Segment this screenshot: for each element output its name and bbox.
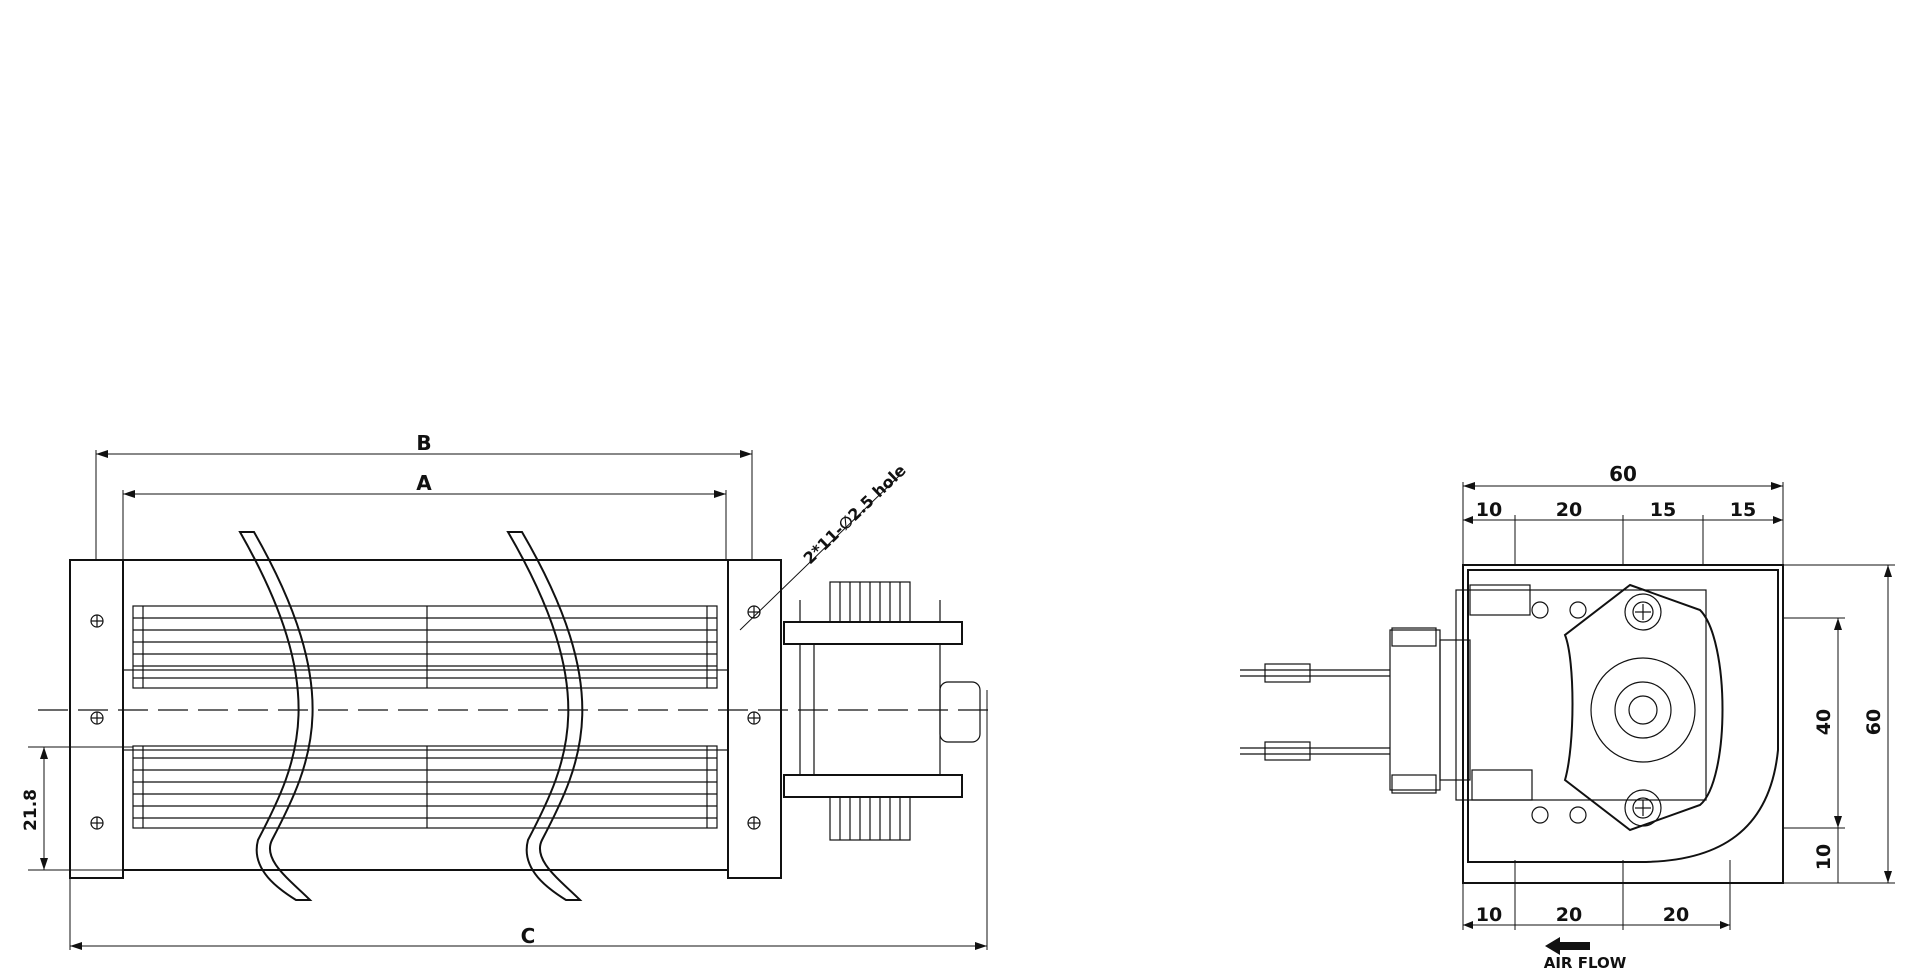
dimension-21-8: 21.8: [21, 746, 133, 871]
impeller-upper: [132, 605, 718, 689]
bottom-segment-label: 20: [1556, 904, 1582, 926]
hole-icon: [90, 711, 104, 725]
dimension-b-label: B: [416, 431, 431, 455]
dimension-c-label: C: [521, 924, 536, 948]
dimension-top-segments: 10 20 15 15: [1463, 499, 1783, 580]
dimension-a-label: A: [416, 471, 432, 495]
dimension-c: C: [69, 690, 988, 950]
hole-icon: [90, 614, 104, 628]
side-view: 60 10 20 15 15: [1240, 462, 1895, 969]
bottom-segment-label: 10: [1476, 904, 1502, 926]
airflow-indicator: AIR FLOW: [1544, 937, 1627, 969]
right-outer-label: 60: [1863, 709, 1885, 735]
dimension-21-8-label: 21.8: [21, 789, 41, 831]
dimension-bottom-segments: 10 20 20: [1462, 860, 1731, 930]
bottom-segment-label: 20: [1663, 904, 1689, 926]
side-motor: [1389, 583, 1724, 832]
dimension-top-60: 60: [1462, 462, 1784, 565]
break-lines: [238, 531, 584, 901]
side-housing: [1462, 564, 1784, 884]
right-inner-label: 40: [1813, 709, 1835, 735]
top-segment-label: 15: [1650, 499, 1676, 521]
hole-icon: [747, 711, 761, 725]
dimension-a: A: [122, 471, 727, 560]
top-segment-label: 10: [1476, 499, 1502, 521]
airflow-label: AIR FLOW: [1544, 954, 1627, 969]
hole-icon: [747, 816, 761, 830]
hole-note-label: 2*11-∅2.5 hole: [800, 461, 910, 568]
top-overall-label: 60: [1609, 462, 1637, 486]
top-segment-label: 20: [1556, 499, 1582, 521]
right-bottom-label: 10: [1813, 844, 1835, 870]
bolt-icon: [1624, 593, 1662, 631]
lead-wires: [1240, 663, 1390, 761]
front-view: B A: [21, 431, 990, 950]
arrow-left-icon: [1545, 937, 1590, 955]
bolt-icon: [1624, 789, 1662, 827]
mounting-holes: [90, 605, 761, 830]
impeller-lower: [132, 745, 718, 829]
motor: [783, 581, 981, 841]
dimension-right: 40 60 10: [1783, 564, 1895, 884]
hole-icon: [90, 816, 104, 830]
dimension-b: B: [95, 431, 753, 560]
top-segment-label: 15: [1730, 499, 1756, 521]
